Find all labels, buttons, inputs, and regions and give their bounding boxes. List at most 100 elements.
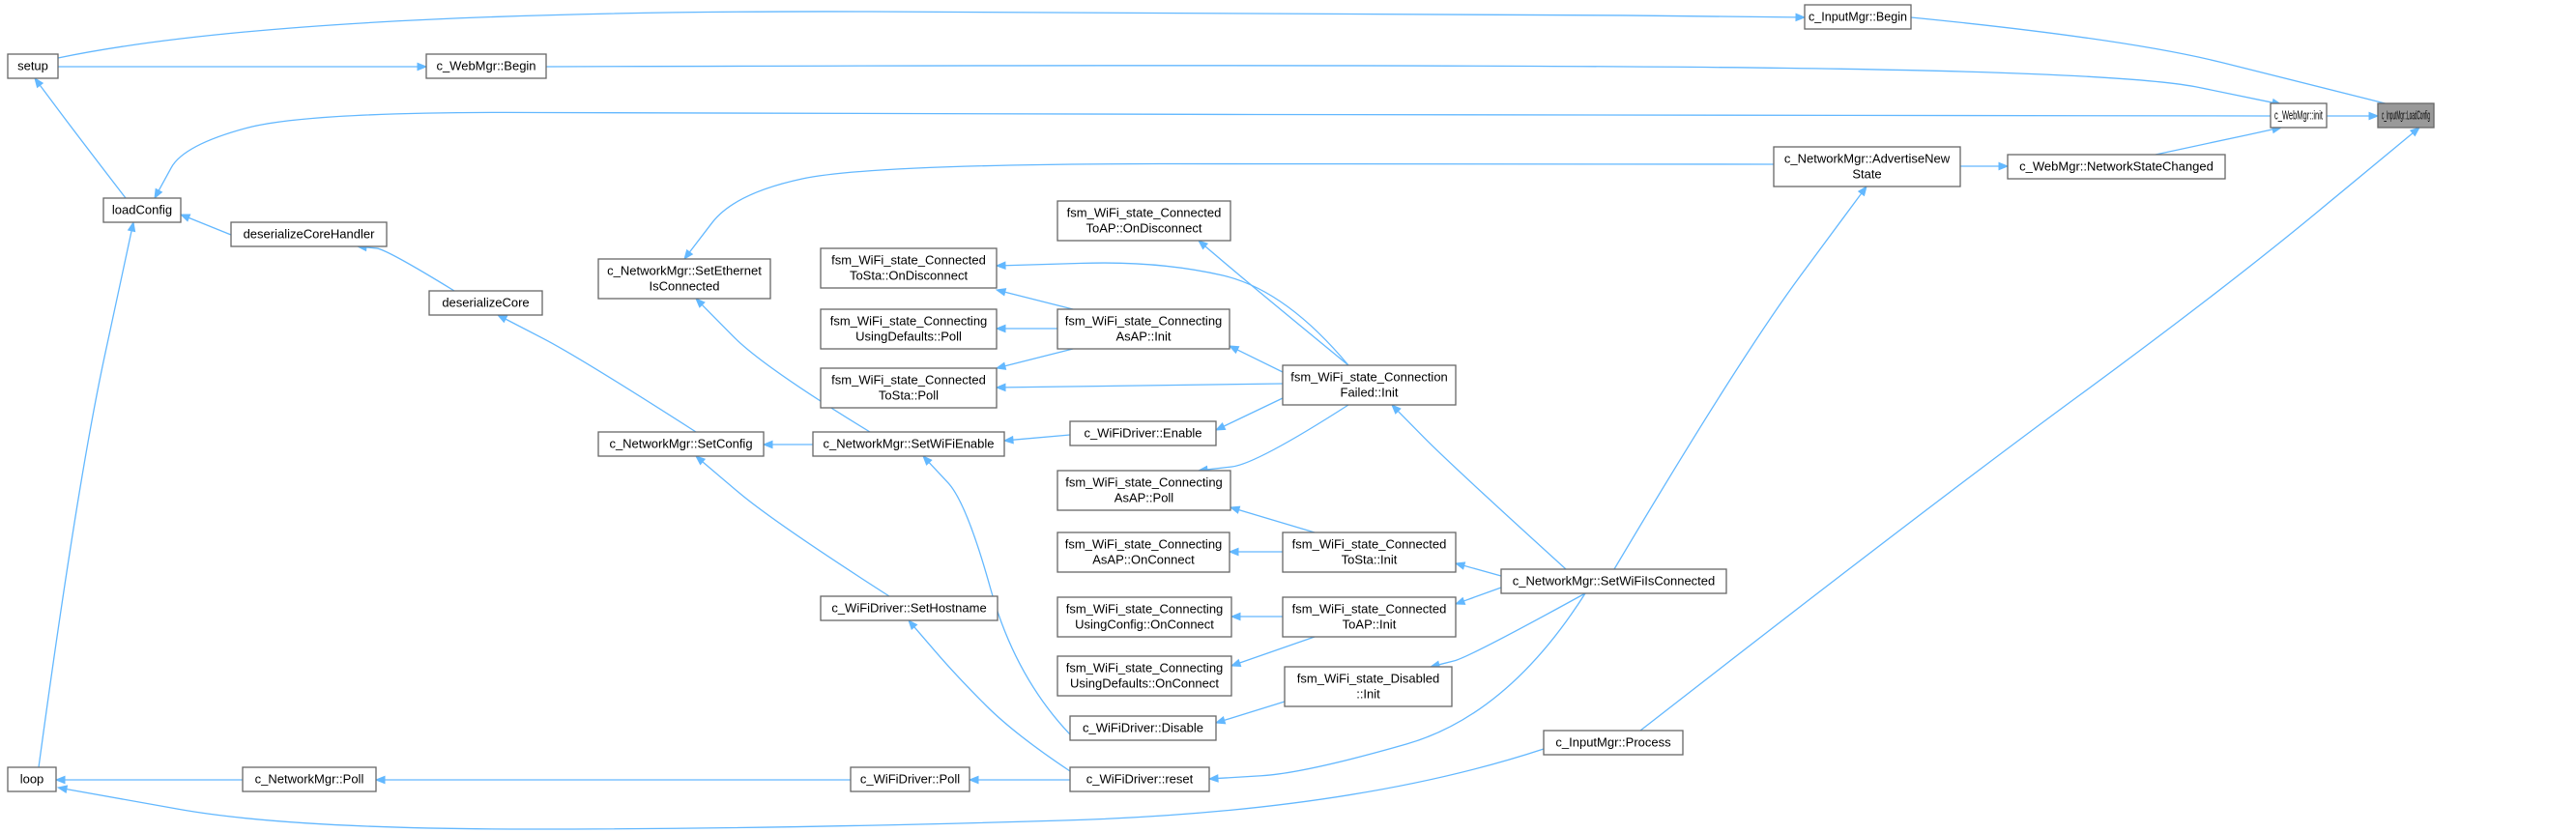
node-label: UsingDefaults::OnConnect: [1070, 676, 1219, 691]
node-box: [1069, 420, 1217, 446]
node-wd-poll[interactable]: c_WiFiDriver::Poll: [850, 766, 970, 792]
node-nm-poll[interactable]: c_NetworkMgr::Poll: [242, 766, 377, 792]
arrowhead: [56, 785, 69, 793]
arrowhead: [995, 361, 1007, 370]
node-ctosta-ondisconnect[interactable]: fsm_WiFi_state_ConnectedToSta::OnDisconn…: [820, 247, 998, 289]
node-nm-setwifiisconnected[interactable]: c_NetworkMgr::SetWiFiIsConnected: [1500, 568, 1727, 594]
node-wd-reset[interactable]: c_WiFiDriver::reset: [1069, 766, 1210, 792]
arrowhead: [1229, 505, 1241, 514]
edge-nm_setwifiisconnected-to-wd_reset: [1207, 592, 1586, 783]
node-label: fsm_WiFi_state_Connecting: [1065, 475, 1223, 490]
arrowhead: [995, 324, 1006, 333]
arrowhead: [1391, 404, 1402, 415]
edge-line: [1004, 291, 1074, 310]
edge-cf_init-to-wd_enable: [1214, 397, 1284, 431]
arrowhead: [496, 314, 508, 324]
node-label: AsAP::Poll: [1114, 491, 1174, 505]
node-box: [597, 258, 771, 300]
edge-line: [688, 162, 1775, 253]
node-nm-setconfig[interactable]: c_NetworkMgr::SetConfig: [597, 431, 765, 457]
node-label: ToAP::Init: [1343, 618, 1397, 632]
node-inputmgr-process[interactable]: c_InputMgr::Process: [1543, 730, 1684, 756]
node-box: [7, 53, 59, 79]
node-disabled-init[interactable]: fsm_WiFi_state_Disabled::Init: [1284, 666, 1453, 707]
node-loadconfig-target[interactable]: c_InputMgr::LoadConfig: [2377, 102, 2435, 129]
edge-casap_init-to-ctosta_poll: [995, 348, 1074, 370]
node-deserializecore[interactable]: deserializeCore: [428, 290, 543, 316]
edge-disabled_init-to-wd_disable: [1214, 701, 1286, 725]
node-box: [1056, 531, 1230, 573]
node-box: [1056, 655, 1232, 697]
node-cudef-poll[interactable]: fsm_WiFi_state_ConnectingUsingDefaults::…: [820, 308, 998, 350]
arrowhead: [1998, 161, 2010, 171]
node-cucfg-onconnect[interactable]: fsm_WiFi_state_ConnectingUsingConfig::On…: [1056, 596, 1232, 638]
node-wd-enable[interactable]: c_WiFiDriver::Enable: [1069, 420, 1217, 446]
edge-line: [188, 216, 232, 236]
node-box: [1056, 308, 1230, 350]
arrowhead: [968, 775, 979, 785]
edge-line: [57, 11, 1797, 59]
edge-line: [1910, 16, 2404, 109]
node-label: ToSta::Poll: [879, 388, 939, 403]
node-box: [1056, 596, 1232, 638]
edge-line: [1613, 192, 1863, 570]
node-label: ToSta::OnDisconnect: [850, 269, 969, 283]
arrowhead: [1230, 658, 1242, 667]
node-cudef-onconnect[interactable]: fsm_WiFi_state_ConnectingUsingDefaults::…: [1056, 655, 1232, 697]
node-loop[interactable]: loop: [7, 766, 57, 792]
node-setup[interactable]: setup: [7, 53, 59, 79]
edge-nm_setwifiisconnected-to-nm_advertise: [1613, 185, 1867, 570]
node-webmgr-init[interactable]: c_WebMgr::init: [2270, 102, 2328, 129]
edge-cf_init-to-casap_poll: [1197, 404, 1349, 474]
node-wd-sethostname[interactable]: c_WiFiDriver::SetHostname: [820, 595, 999, 621]
edge-cf_init-to-casap_init: [1228, 345, 1284, 373]
node-webmgr-netstate[interactable]: c_WebMgr::NetworkStateChanged: [2007, 154, 2226, 180]
arrowhead: [154, 187, 163, 200]
edge-webmgr_init-to-loadconfig: [154, 111, 2272, 200]
node-inputmgr-begin[interactable]: c_InputMgr::Begin: [1804, 4, 1912, 30]
arrowhead: [127, 220, 136, 233]
edge-line: [1217, 592, 1586, 780]
node-label: c_NetworkMgr::Poll: [255, 772, 364, 787]
node-box: [1056, 470, 1231, 511]
node-box: [820, 308, 998, 350]
node-box: [230, 221, 388, 247]
node-wd-disable[interactable]: c_WiFiDriver::Disable: [1069, 715, 1217, 741]
node-loadconfig[interactable]: loadConfig: [102, 197, 182, 223]
node-label: fsm_WiFi_state_Connecting: [830, 314, 988, 329]
edge-wd_reset-to-wd_poll: [968, 775, 1070, 785]
node-label: State: [1852, 167, 1881, 182]
node-label: setup: [17, 59, 48, 73]
node-box: [1804, 4, 1912, 30]
edge-inputmgr_process-to-loadconfig_target: [1639, 127, 2421, 732]
node-ctoap-ondisconnect[interactable]: fsm_WiFi_state_ConnectedToAP::OnDisconne…: [1056, 200, 1231, 242]
node-box: [242, 766, 377, 792]
node-label: c_NetworkMgr::AdvertiseNew: [1784, 152, 1951, 166]
edge-line: [1463, 564, 1502, 577]
arrowhead: [995, 288, 1007, 297]
node-deserializecorehandler[interactable]: deserializeCoreHandler: [230, 221, 388, 247]
arrowhead: [1454, 561, 1466, 570]
node-label: c_WebMgr::NetworkStateChanged: [2019, 159, 2214, 174]
arrowhead: [1002, 435, 1014, 445]
edge-wd_reset-to-wd_sethostname: [908, 618, 1071, 772]
edge-ctosta_init-to-casap_poll: [1229, 505, 1316, 533]
edge-line: [1639, 132, 2414, 732]
node-nm-setwifienable[interactable]: c_NetworkMgr::SetWiFiEnable: [812, 431, 1005, 457]
edge-setup-to-webmgr_begin: [58, 62, 428, 72]
node-webmgr-begin[interactable]: c_WebMgr::Begin: [425, 53, 547, 79]
node-box: [820, 595, 999, 621]
edge-line: [38, 230, 132, 768]
edge-line: [1004, 348, 1074, 367]
node-box: [1282, 531, 1457, 573]
node-label: AsAP::Init: [1115, 330, 1171, 344]
